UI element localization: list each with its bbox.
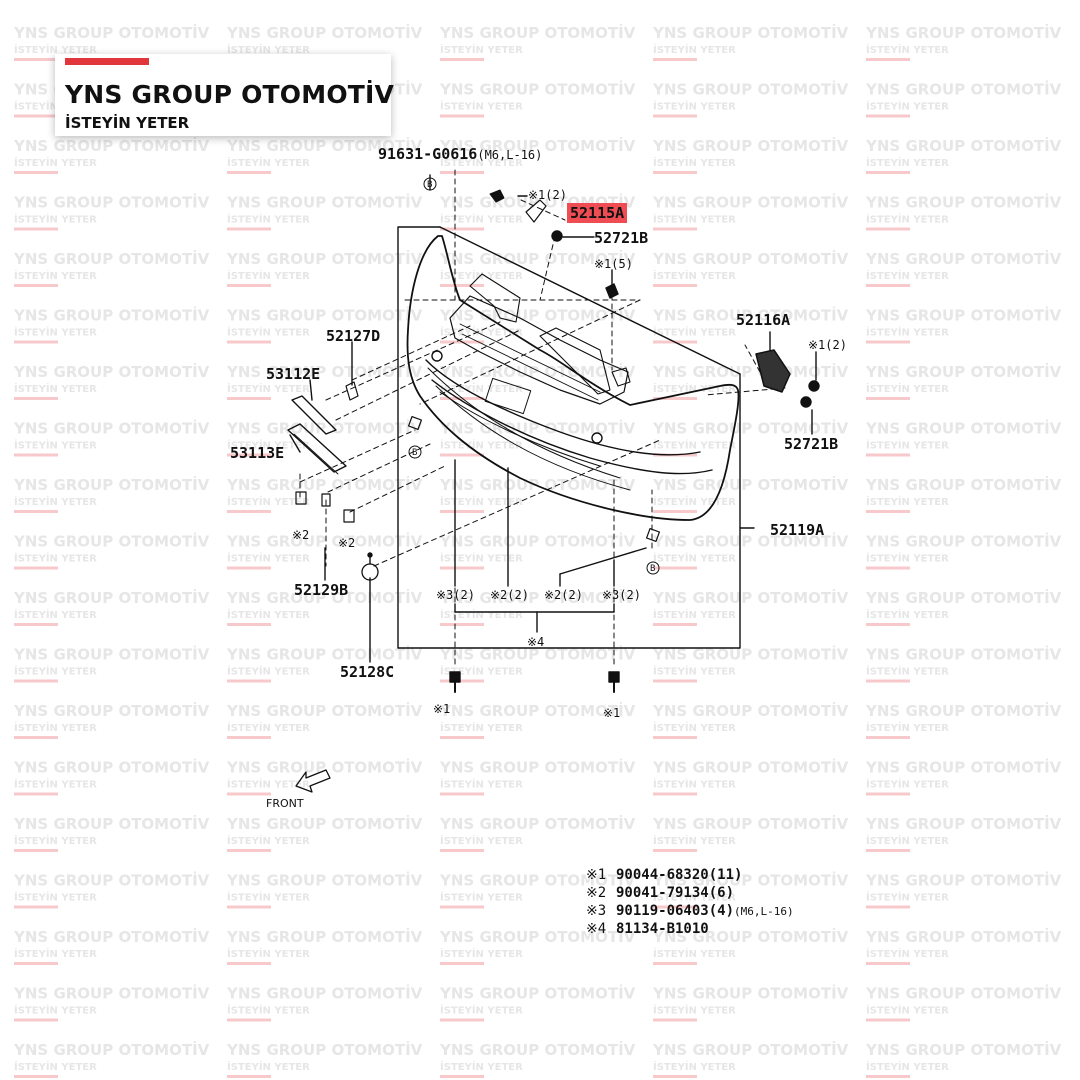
label-53112e: 53112E <box>266 365 321 383</box>
label-52119a: 52119A <box>770 521 825 539</box>
b-mark-top: B <box>427 180 433 190</box>
callout-4: ※4 <box>527 635 545 649</box>
label-52116a: 52116A <box>736 311 791 329</box>
bumper-cover <box>406 235 740 521</box>
callout-1-2-right: ※1(2) <box>808 338 847 352</box>
strip-53112e <box>291 395 337 435</box>
part-spec: (M6,L-16) <box>477 148 543 162</box>
clip-fastener <box>489 189 505 203</box>
callout-1-5: ※1(5) <box>594 257 633 271</box>
callout-3-left: ※3(2) <box>436 588 475 602</box>
callout-2-a: ※2(2) <box>490 588 529 602</box>
callout-2-b: ※2(2) <box>544 588 583 602</box>
strip-53113e <box>287 423 347 473</box>
label-52115a: 52115A <box>567 203 628 223</box>
brand-accent-bar <box>65 58 149 65</box>
label-53113e: 53113E <box>230 444 285 462</box>
label-52721b-top: 52721B <box>594 229 649 247</box>
label-52128c: 52128C <box>340 663 395 681</box>
label-91631: 91631-G0616(M6,L-16) <box>378 146 542 163</box>
label-52127d: 52127D <box>326 327 381 345</box>
callout-1-bottom-left: ※1 <box>433 702 451 716</box>
callout-1-2-top: ※1(2) <box>528 188 567 202</box>
bracket-52116a-shape <box>755 349 791 393</box>
brand-logo-box: YNS GROUP OTOMOTİV İSTEYİN YETER <box>55 54 395 136</box>
brand-subtitle: İSTEYİN YETER <box>65 114 190 132</box>
front-label: FRONT <box>266 797 304 810</box>
callout-3-right: ※3(2) <box>602 588 641 602</box>
bracket-52115a-shape <box>525 199 547 223</box>
callout-1-bottom-right: ※1 <box>603 706 621 720</box>
callout-2-mid: ※2 <box>338 536 356 550</box>
label-52721b-right: 52721B <box>784 435 839 453</box>
callout-2-left: ※2 <box>292 528 310 542</box>
assembly-bracket <box>397 226 755 649</box>
highlighted-part: 52115A <box>567 203 628 223</box>
label-52129b: 52129B <box>294 581 349 599</box>
b-mark-right: B <box>650 564 656 574</box>
brand-title: YNS GROUP OTOMOTİV <box>65 80 395 109</box>
b-mark-left: B <box>412 448 418 458</box>
part-number: 91631-G0616 <box>378 145 478 163</box>
front-arrow <box>295 769 331 793</box>
